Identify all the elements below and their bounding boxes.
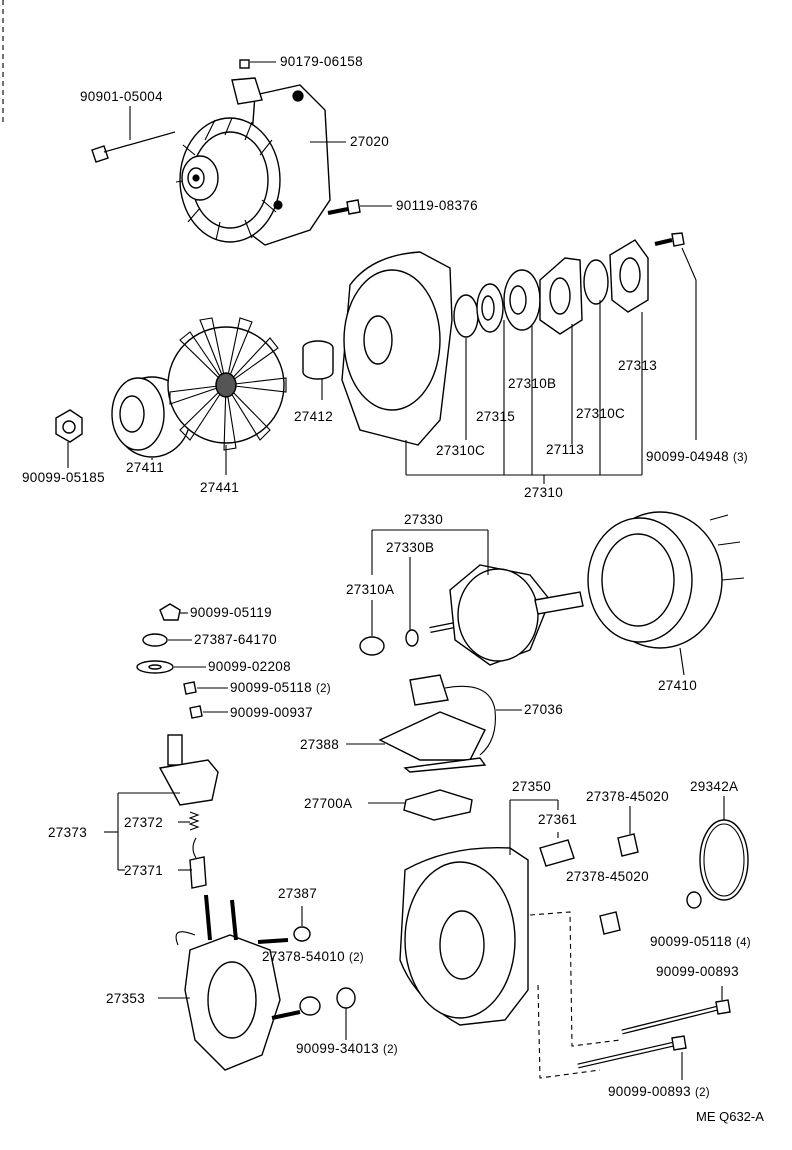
part-label-27113[interactable]: 27113 xyxy=(546,442,585,457)
part-label-27700A[interactable]: 27700A xyxy=(304,796,353,811)
part-label-27310[interactable]: 27310 xyxy=(524,485,564,500)
part-label-27330B[interactable]: 27330B xyxy=(386,540,435,555)
part-label-90099-05185[interactable]: 90099-05185 xyxy=(22,470,105,485)
alternator-assembly-drawing xyxy=(175,59,331,246)
part-label-27310B[interactable]: 27310B xyxy=(508,376,557,391)
drive-end-frame-27310-drawing xyxy=(341,251,453,446)
bolt-90901-05004-drawing xyxy=(91,131,176,163)
caps-27378-45020-drawing xyxy=(599,833,702,935)
part-label-27036[interactable]: 27036 xyxy=(524,702,564,717)
part-label-27378-45020-bottom[interactable]: 27378-45020 xyxy=(566,869,649,884)
part-label-27353[interactable]: 27353 xyxy=(106,991,146,1006)
part-label-90901-05004[interactable]: 90901-05004 xyxy=(80,89,163,104)
bearing-parts-drawing xyxy=(453,239,649,338)
part-label-27310C-left[interactable]: 27310C xyxy=(436,443,486,458)
brush-holder-27373-drawing xyxy=(158,734,219,889)
part-label-27330[interactable]: 27330 xyxy=(404,512,444,527)
part-label-90099-05118-large[interactable]: 90099-05118 (4) xyxy=(650,934,751,949)
screw-90099-04948-drawing xyxy=(654,232,685,247)
o-ring-29342A-drawing xyxy=(699,819,749,901)
stator-27410-drawing xyxy=(587,511,745,676)
part-label-90119-08376[interactable]: 90119-08376 xyxy=(396,198,478,213)
through-bolts-drawing xyxy=(577,999,731,1069)
insulators-drawing xyxy=(293,926,356,1016)
part-label-27350[interactable]: 27350 xyxy=(512,779,552,794)
figure-code: ME Q632-A xyxy=(696,1109,764,1124)
bracket-27373 xyxy=(104,792,192,871)
part-label-27412[interactable]: 27412 xyxy=(294,409,334,424)
quantity-90099-00893-lower: (2) xyxy=(694,1087,710,1099)
part-label-90099-34013[interactable]: 90099-34013 (2) xyxy=(296,1041,398,1056)
part-label-27313[interactable]: 27313 xyxy=(618,358,658,373)
quantity-90099-34013: (2) xyxy=(382,1044,398,1056)
part-label-90099-04948[interactable]: 90099-04948 (3) xyxy=(646,449,748,464)
bracket-27350 xyxy=(509,799,559,855)
bracket-27310 xyxy=(67,247,697,484)
quantity-90099-05118-small: (2) xyxy=(315,683,331,695)
terminal-27036-drawing xyxy=(378,674,496,773)
part-label-27372[interactable]: 27372 xyxy=(124,815,164,830)
part-label-90179-06158[interactable]: 90179-06158 xyxy=(280,54,363,69)
part-label-90099-02208[interactable]: 90099-02208 xyxy=(208,659,291,674)
part-label-27411[interactable]: 27411 xyxy=(126,460,165,475)
part-label-27361[interactable]: 27361 xyxy=(538,812,578,827)
part-label-27441[interactable]: 27441 xyxy=(200,480,240,495)
rotor-27330-drawing xyxy=(359,564,584,666)
leader-hardware xyxy=(168,612,228,713)
spacer-27412-drawing xyxy=(302,340,334,380)
part-label-27387-64170[interactable]: 27387-64170 xyxy=(194,632,277,647)
part-label-27387[interactable]: 27387 xyxy=(278,886,318,901)
quantity-90099-05118-large: (4) xyxy=(735,937,751,949)
quantity-27378-54010: (2) xyxy=(348,952,364,964)
part-label-90099-00937[interactable]: 90099-00937 xyxy=(230,705,313,720)
part-label-27310A[interactable]: 27310A xyxy=(346,582,395,597)
part-label-27378-45020-top[interactable]: 27378-45020 xyxy=(586,789,669,804)
part-label-27378-54010[interactable]: 27378-54010 (2) xyxy=(262,949,364,964)
nut-90099-05185-drawing xyxy=(55,409,83,443)
part-label-90099-00893-upper[interactable]: 90099-00893 xyxy=(656,964,739,979)
pulley-27411-drawing xyxy=(111,376,191,458)
leader-insulators xyxy=(301,906,347,1040)
part-label-27373[interactable]: 27373 xyxy=(48,825,88,840)
leader-27036-27388 xyxy=(346,709,522,745)
rear-frame-27350-drawing xyxy=(399,846,529,1026)
part-label-90099-05119[interactable]: 90099-05119 xyxy=(190,605,272,620)
part-label-27315[interactable]: 27315 xyxy=(476,409,516,424)
small-hardware-drawing xyxy=(136,603,203,719)
regulator-27700A-drawing xyxy=(403,789,473,821)
part-label-90099-00893-lower[interactable]: 90099-00893 (2) xyxy=(608,1084,710,1099)
fan-27441-drawing xyxy=(167,317,287,451)
part-label-27410[interactable]: 27410 xyxy=(658,678,698,693)
part-label-27310C-right[interactable]: 27310C xyxy=(576,406,626,421)
bolt-90119-08376-drawing xyxy=(327,199,361,215)
quantity-90099-04948: (3) xyxy=(732,452,748,464)
part-label-29342A[interactable]: 29342A xyxy=(690,779,739,794)
rectifier-27353-drawing xyxy=(175,894,301,1071)
bracket-27330 xyxy=(371,529,489,636)
leader-bolts xyxy=(681,986,723,1080)
bushing-27361-drawing xyxy=(539,839,575,867)
part-label-90099-05118-small[interactable]: 90099-05118 (2) xyxy=(230,680,331,695)
part-label-27371[interactable]: 27371 xyxy=(124,863,164,878)
leader-top xyxy=(129,61,392,207)
dashed-bolt-path xyxy=(529,911,621,1079)
part-label-27388[interactable]: 27388 xyxy=(300,737,340,752)
part-label-27020[interactable]: 27020 xyxy=(350,134,390,149)
